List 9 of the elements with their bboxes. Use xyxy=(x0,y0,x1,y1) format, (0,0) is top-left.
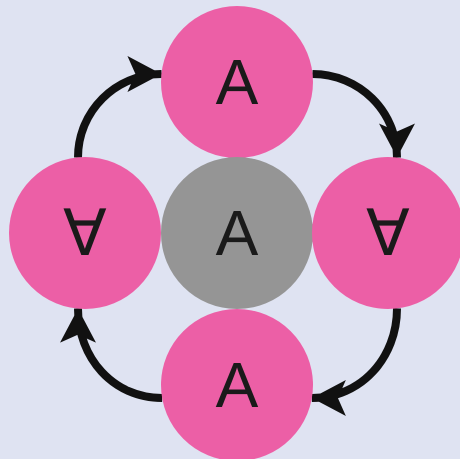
node-label: ∀ xyxy=(63,201,107,265)
curved-arrow xyxy=(312,308,401,414)
curved-arrow xyxy=(62,308,162,402)
node-label: ∀ xyxy=(366,201,410,265)
node-label: A xyxy=(216,353,258,417)
node-label: A xyxy=(216,50,258,114)
curved-arrow xyxy=(312,70,413,158)
node-label: A xyxy=(216,201,258,265)
curved-arrow xyxy=(74,58,162,158)
